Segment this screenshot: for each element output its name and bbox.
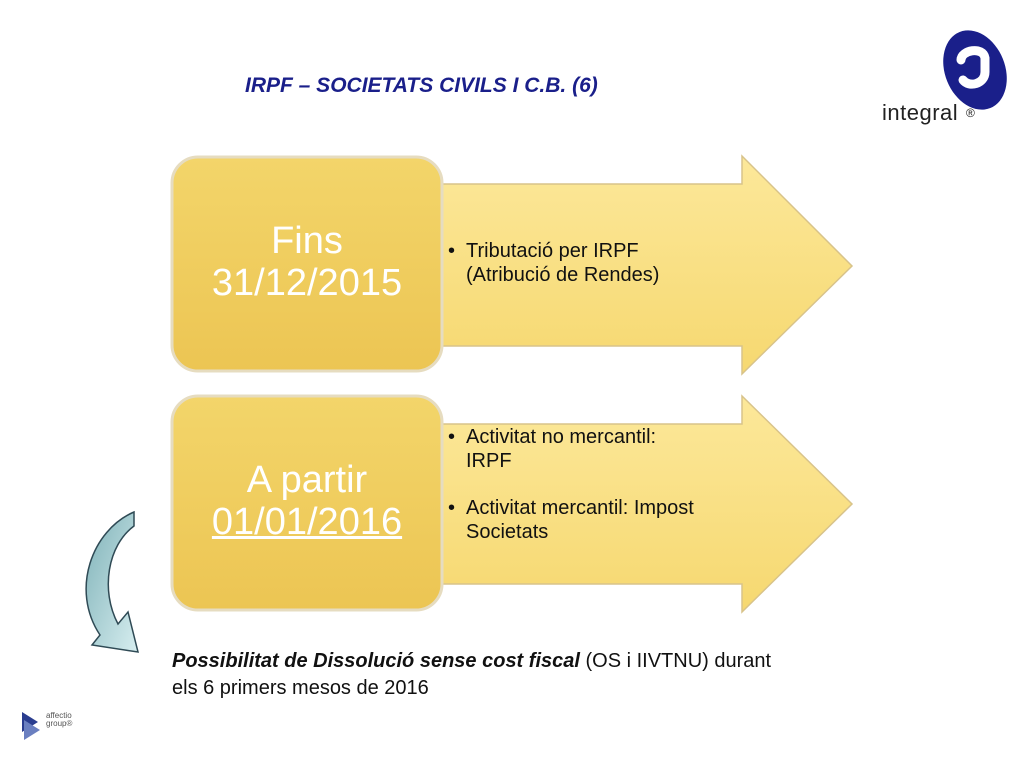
note-rest-line2: els 6 primers mesos de 2016 [172,677,429,699]
bullet-text: (Atribució de Rendes) [466,263,660,286]
stage-1-label: Fins 31/12/2015 [176,163,438,363]
affectio-group-logo: affectio group® [18,708,98,748]
stage-1-bullet-1: Tributació per IRPF (Atribució de Rendes… [446,240,659,287]
stage-2-bullets: Activitat no mercantil: IRPF Activitat m… [446,426,694,558]
dissolution-note: Possibilitat de Dissolució sense cost fi… [172,648,952,702]
note-rest-line1: (OS i IIVTNU) durant [579,650,772,672]
bullet-text: IRPF [466,449,512,472]
bullet-text: Activitat mercantil: Impost [466,497,694,520]
affectio-text-line2: group® [46,719,73,729]
stage-2-label-line2[interactable]: 01/01/2016 [211,501,403,543]
integral-logo-mark-icon [943,30,1007,110]
curved-arrow-icon [85,510,140,653]
stage-1-bullets: Tributació per IRPF (Atribució de Rendes… [446,240,659,301]
affectio-logo-mark-icon [22,712,40,740]
stage-1-label-line2: 31/12/2015 [211,262,403,304]
integral-logo: integral ® [878,26,1008,126]
stage-2-label-line1: A partir [246,459,368,502]
stage-1-label-line1: Fins [271,220,343,263]
affectio-text-line1: affectio [46,711,72,720]
note-emphasis: Possibilitat de Dissolució sense cost fi… [172,650,580,672]
stage-2-box [170,394,444,612]
slide-title: IRPF – SOCIETATS CIVILS I C.B. (6) [245,74,598,97]
stage-2-label: A partir 01/01/2016 [176,402,438,602]
stage-2-bullet-1: Activitat no mercantil: IRPF [446,426,694,473]
bullet-text: Societats [466,520,549,543]
bullet-text: Tributació per IRPF [466,240,639,262]
stage-2-bullet-2: Activitat mercantil: Impost Societats [446,497,694,544]
integral-logo-text: integral [882,100,959,125]
stage-1-box [170,155,444,373]
bullet-text: Activitat no mercantil: [466,426,657,448]
registered-mark: ® [966,106,975,120]
